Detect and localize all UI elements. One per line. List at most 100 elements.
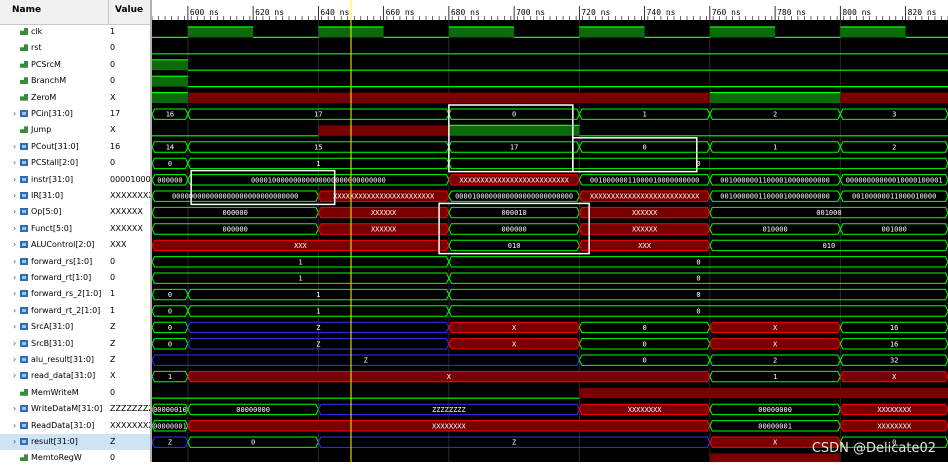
signal-row[interactable]: ›WriteDataM[31:0]ZZZZZZZZ (0, 401, 150, 417)
expand-chevron-icon[interactable]: › (13, 223, 17, 233)
expand-chevron-icon[interactable]: › (13, 141, 17, 151)
signal-row[interactable]: ›Funct[5:0]XXXXXX (0, 221, 150, 237)
bus-segment (839, 370, 948, 383)
signal-name: Funct[5:0] (31, 223, 72, 233)
wave-fill (187, 27, 254, 38)
expand-chevron-icon[interactable]: › (13, 305, 17, 315)
signal-row[interactable]: ›forward_rt_2[1:0]1 (0, 303, 150, 319)
wave-MemWriteM[interactable] (152, 387, 948, 399)
signal-row[interactable]: ›alu_result[31:0]Z (0, 352, 150, 368)
time-label: 600 ns (190, 8, 219, 17)
expand-chevron-icon[interactable]: › (13, 256, 17, 266)
wave-ZeroM[interactable] (152, 91, 948, 103)
wave-x-fill (579, 387, 948, 399)
expand-chevron-icon[interactable]: › (13, 404, 17, 414)
expand-chevron-icon[interactable]: › (13, 273, 17, 282)
signal-row[interactable]: ›IR[31:0]XXXXXXXXX (0, 188, 150, 204)
signal-value: 0 (110, 256, 116, 266)
signal-row[interactable]: ›PCout[31:0]16 (0, 139, 150, 155)
bus-x-fill (579, 223, 710, 235)
signal-name: result[31:0] (31, 437, 78, 446)
signal-name: forward_rt[1:0] (31, 273, 92, 282)
signal-row[interactable]: ›PCStall[2:0]0 (0, 155, 150, 171)
wave-x-fill (840, 92, 948, 103)
signal-row[interactable]: ›ALUControl[2:0]XXX (0, 237, 150, 253)
signal-row[interactable]: ›forward_rs[1:0]0 (0, 254, 150, 270)
wave-MemtoRegW[interactable] (152, 453, 948, 462)
expand-chevron-icon[interactable]: › (13, 289, 17, 299)
signal-row[interactable]: ›result[31:0]Z (0, 434, 150, 451)
signal-value: 17 (110, 109, 121, 118)
column-separator[interactable] (108, 0, 109, 24)
bus-value: 1 (316, 308, 320, 316)
wave-Jump[interactable] (152, 124, 948, 137)
bus-value: 0 (696, 291, 700, 299)
signal-row[interactable]: ›forward_rt[1:0]0 (0, 270, 150, 286)
signal-value: 000010000 (110, 174, 150, 184)
expand-chevron-icon[interactable]: › (13, 191, 17, 200)
bus-value: 00100000011000010000000000 (590, 176, 700, 184)
expand-chevron-icon[interactable]: › (13, 371, 17, 381)
bus-value: 00000001 (153, 422, 187, 430)
value-column-header[interactable]: Value (115, 5, 144, 15)
name-column-header[interactable]: Name (12, 5, 42, 15)
expand-chevron-icon[interactable]: › (13, 207, 17, 217)
signal-name: alu_result[31:0] (31, 355, 95, 364)
signal-row[interactable]: ›PCin[31:0]17 (0, 106, 150, 122)
bus-value: Z (168, 439, 172, 447)
bus-signal-icon (20, 421, 28, 429)
wave-BranchM[interactable] (152, 75, 948, 88)
panel-divider[interactable] (150, 0, 152, 462)
expand-chevron-icon[interactable]: › (13, 338, 17, 348)
expand-chevron-icon[interactable]: › (13, 158, 17, 168)
signal-row[interactable]: ›forward_rs_2[1:0]1 (0, 286, 150, 302)
signal-row[interactable]: ›SrcA[31:0]Z (0, 319, 150, 335)
expand-chevron-icon[interactable]: › (13, 355, 17, 364)
signal-row[interactable]: ›ReadData[31:0]XXXXXXXX (0, 418, 150, 434)
signal-row[interactable]: ›SrcB[31:0]Z (0, 336, 150, 352)
bus-segment (839, 108, 948, 120)
bus-segment (709, 239, 948, 252)
expand-chevron-icon[interactable]: › (13, 240, 17, 250)
expand-chevron-icon[interactable]: › (13, 420, 17, 430)
wave-PCSrcM[interactable] (152, 59, 948, 71)
signal-row[interactable]: ›Op[5:0]XXXXXX (0, 204, 150, 220)
bus-segment (839, 436, 948, 448)
bus-x-fill (840, 371, 948, 382)
expand-chevron-icon[interactable]: › (13, 322, 17, 332)
bus-signal-icon (20, 274, 28, 281)
bus-value: 0 (512, 111, 516, 119)
signal-row[interactable]: ›read_data[31:0]X (0, 368, 150, 384)
bus-value: 00000000 (758, 406, 792, 414)
expand-chevron-icon[interactable]: › (13, 437, 17, 446)
expand-chevron-icon[interactable]: › (13, 174, 17, 184)
expand-chevron-icon[interactable]: › (13, 109, 17, 118)
signal-row[interactable]: ›instr[31:0]000010000 (0, 172, 150, 188)
